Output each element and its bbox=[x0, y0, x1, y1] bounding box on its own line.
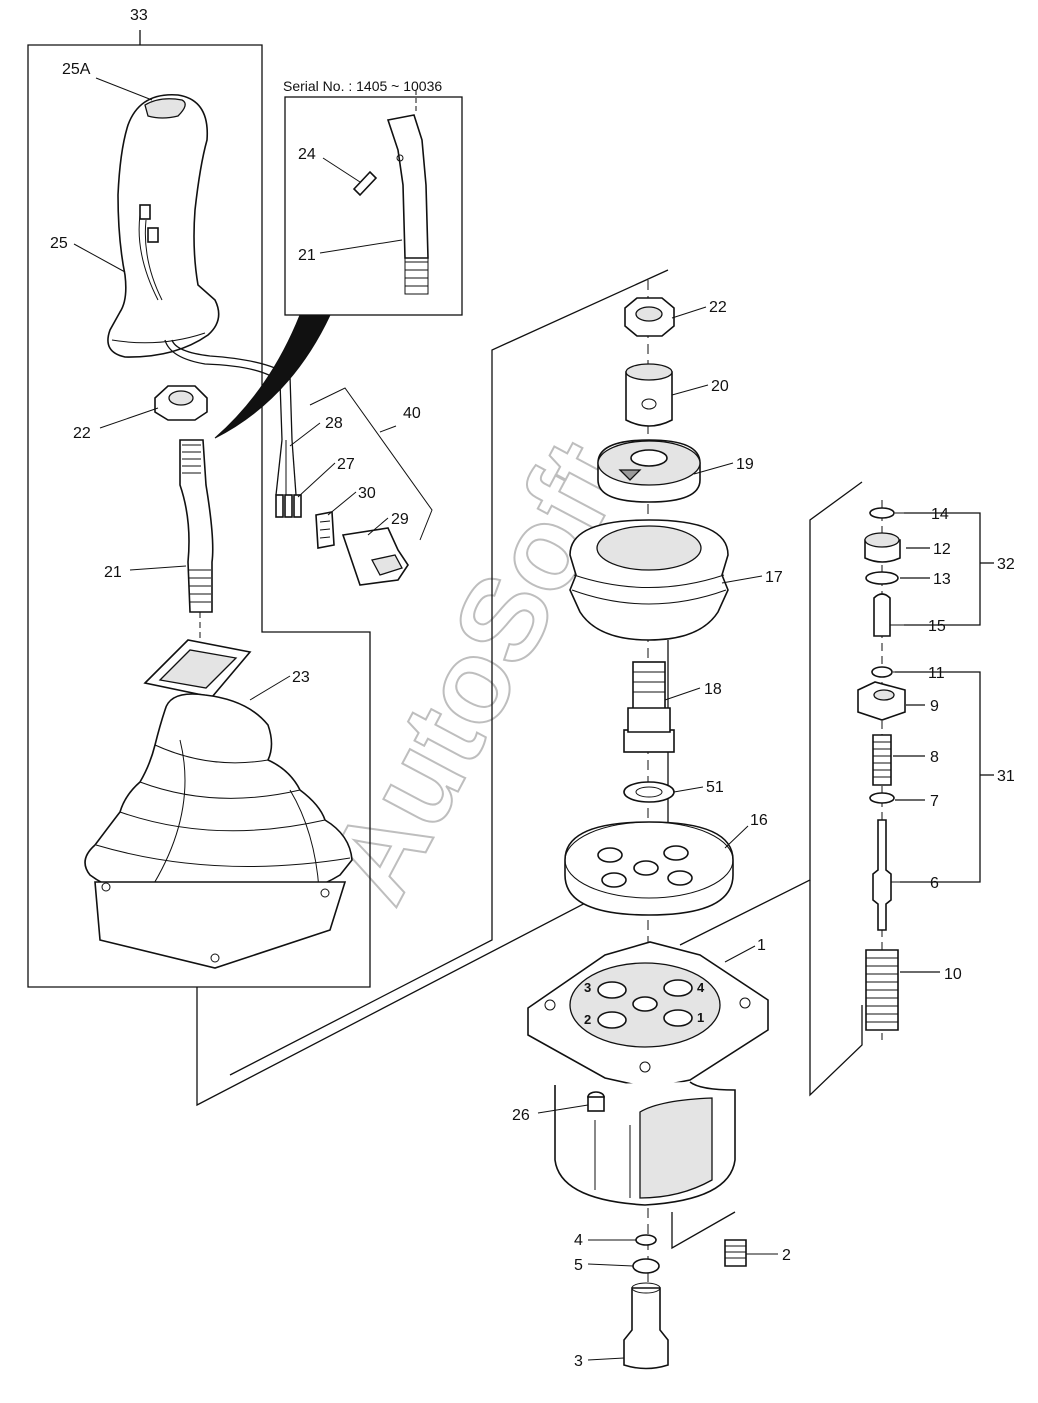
connectors bbox=[275, 494, 409, 586]
bracket-32 bbox=[904, 512, 981, 626]
callout-label-11: 11 bbox=[928, 665, 945, 682]
body-1 bbox=[527, 941, 769, 1206]
port-label-4: 4 bbox=[697, 980, 705, 995]
plate-16 bbox=[564, 821, 734, 916]
rubber-boot bbox=[84, 639, 353, 969]
callout-label-25a: 25A bbox=[62, 61, 91, 78]
frame-lines bbox=[27, 30, 863, 1250]
callout-label-10: 10 bbox=[944, 966, 962, 983]
plate-19 bbox=[597, 439, 701, 503]
callout-label-17: 17 bbox=[765, 569, 783, 586]
leader-lines bbox=[73, 77, 928, 1361]
washer-51 bbox=[623, 781, 675, 803]
handle-grip bbox=[107, 93, 220, 358]
callout-label-1: 1 bbox=[757, 937, 766, 954]
port-labels: 3 4 2 1 bbox=[584, 980, 705, 1027]
callout-label-30: 30 bbox=[358, 485, 376, 502]
callout-label-27: 27 bbox=[337, 456, 355, 473]
callout-labels: 33 25A 25 22 21 Serial No. : 1405 ~ 1003… bbox=[50, 7, 1015, 1370]
callout-label-14: 14 bbox=[931, 506, 949, 523]
callout-label-25: 25 bbox=[50, 235, 68, 252]
callout-label-4: 4 bbox=[574, 1232, 583, 1249]
nut-22-left bbox=[154, 385, 208, 421]
callout-label-7: 7 bbox=[930, 793, 939, 810]
callout-label-6: 6 bbox=[930, 875, 939, 892]
callout-label-51: 51 bbox=[706, 779, 724, 796]
port-label-2: 2 bbox=[584, 1012, 591, 1027]
callout-label-12: 12 bbox=[933, 541, 951, 558]
spool-parts bbox=[857, 507, 906, 1031]
port-label-1: 1 bbox=[697, 1010, 704, 1025]
port-label-3: 3 bbox=[584, 980, 591, 995]
callout-label-2: 2 bbox=[782, 1247, 791, 1264]
nut-22-center bbox=[624, 297, 675, 337]
callout-label-24: 24 bbox=[298, 146, 316, 163]
callout-label-5: 5 bbox=[574, 1257, 583, 1274]
bottom-parts bbox=[623, 1234, 747, 1370]
callout-label-16: 16 bbox=[750, 812, 768, 829]
shaft-18 bbox=[623, 661, 675, 753]
bracket-31 bbox=[895, 671, 981, 883]
callout-label-28: 28 bbox=[325, 415, 343, 432]
callout-label-19: 19 bbox=[736, 456, 754, 473]
callout-label-21: 21 bbox=[104, 564, 122, 581]
serial-inset-parts bbox=[352, 90, 429, 295]
callout-label-40: 40 bbox=[403, 405, 421, 422]
serial-number-note: Serial No. : 1405 ~ 10036 bbox=[283, 78, 442, 94]
callout-label-13: 13 bbox=[933, 571, 951, 588]
callout-label-31: 31 bbox=[997, 768, 1015, 785]
callout-label-22: 22 bbox=[73, 425, 91, 442]
callout-label-20: 20 bbox=[711, 378, 729, 395]
sleeve-20 bbox=[625, 363, 673, 427]
callout-label-15: 15 bbox=[928, 618, 946, 635]
boot-17 bbox=[569, 519, 729, 641]
callout-label-29: 29 bbox=[391, 511, 409, 528]
callout-label-9: 9 bbox=[930, 698, 939, 715]
lever-21-left bbox=[179, 439, 214, 650]
callout-label-26: 26 bbox=[512, 1107, 530, 1124]
inset-pointer-wedge bbox=[214, 314, 331, 439]
callout-label-18: 18 bbox=[704, 681, 722, 698]
callout-label-8: 8 bbox=[930, 749, 939, 766]
callout-label-32: 32 bbox=[997, 556, 1015, 573]
callout-label-33: 33 bbox=[130, 7, 148, 24]
callout-label-23: 23 bbox=[292, 669, 310, 686]
callout-label-3: 3 bbox=[574, 1353, 583, 1370]
callout-label-22: 22 bbox=[709, 299, 727, 316]
callout-label-21: 21 bbox=[298, 247, 316, 264]
